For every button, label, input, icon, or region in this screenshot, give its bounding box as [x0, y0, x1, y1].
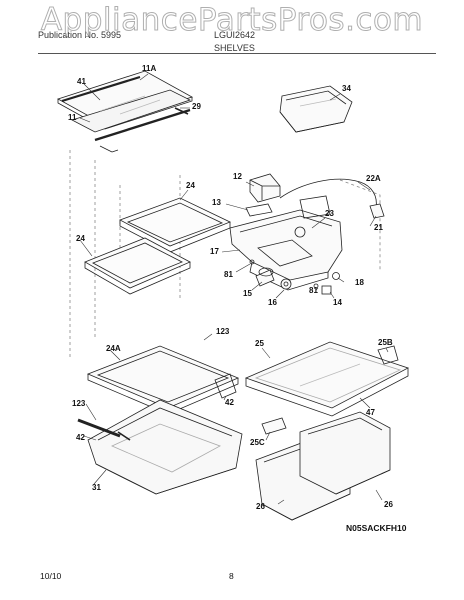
clip-14	[321, 285, 332, 295]
callout-11: 11	[68, 113, 77, 122]
wire-shelf-lower	[84, 237, 191, 295]
callout-22a: 22A	[366, 174, 381, 183]
callout-25c: 25C	[250, 438, 265, 447]
crisper-drawer-right	[299, 411, 391, 495]
callout-26-right: 26	[384, 500, 393, 509]
deli-drawer-31	[77, 399, 243, 495]
callout-42-right: 42	[225, 398, 234, 407]
callout-18: 18	[355, 278, 364, 287]
callout-25: 25	[255, 339, 264, 348]
callout-26-left: 26	[256, 502, 265, 511]
bulb-16	[280, 278, 292, 290]
pan-cover-25	[244, 341, 410, 417]
leader-lines	[79, 73, 389, 505]
callout-81-left: 81	[224, 270, 233, 279]
callout-23: 23	[325, 209, 334, 218]
screw-81a	[249, 259, 255, 265]
callout-15: 15	[243, 289, 252, 298]
screw-81b	[313, 283, 319, 289]
callout-24a: 24A	[106, 344, 121, 353]
header-rule	[38, 53, 436, 54]
glass-shelf-assembly	[56, 70, 194, 153]
cabinet-outline	[69, 150, 381, 360]
callout-34: 34	[342, 84, 351, 93]
model-number: LGUI2642	[214, 30, 256, 40]
callout-11a: 11A	[142, 64, 157, 73]
callout-24-upper: 24	[186, 181, 195, 190]
callout-123-left: 123	[72, 399, 86, 408]
harness-22a	[279, 178, 385, 219]
callout-123-top: 123	[216, 327, 230, 336]
clip-13	[245, 203, 273, 217]
callout-21: 21	[374, 223, 383, 232]
slide-25c	[261, 417, 287, 435]
footer-page-number: 8	[229, 571, 234, 581]
deli-shelf-frame	[86, 345, 240, 415]
screw-18	[332, 272, 340, 280]
callout-81-right: 81	[309, 286, 318, 295]
knob-15	[255, 267, 275, 287]
callout-17: 17	[210, 247, 219, 256]
callout-12: 12	[233, 172, 242, 181]
callout-24-lower: 24	[76, 234, 85, 243]
callout-31: 31	[92, 483, 101, 492]
callout-14: 14	[333, 298, 342, 307]
callout-16: 16	[268, 298, 277, 307]
figure-code: N05SACKFH10	[346, 523, 407, 533]
callout-42-left: 42	[76, 433, 85, 442]
footer-date: 10/10	[40, 571, 62, 581]
section-title: SHELVES	[214, 43, 255, 53]
callout-13: 13	[212, 198, 221, 207]
callout-41: 41	[77, 77, 86, 86]
damper-12	[249, 173, 281, 203]
callout-47: 47	[366, 408, 375, 417]
publication-number: Publication No. 5995	[38, 30, 122, 40]
callout-29: 29	[192, 102, 201, 111]
callout-25b: 25B	[378, 338, 393, 347]
